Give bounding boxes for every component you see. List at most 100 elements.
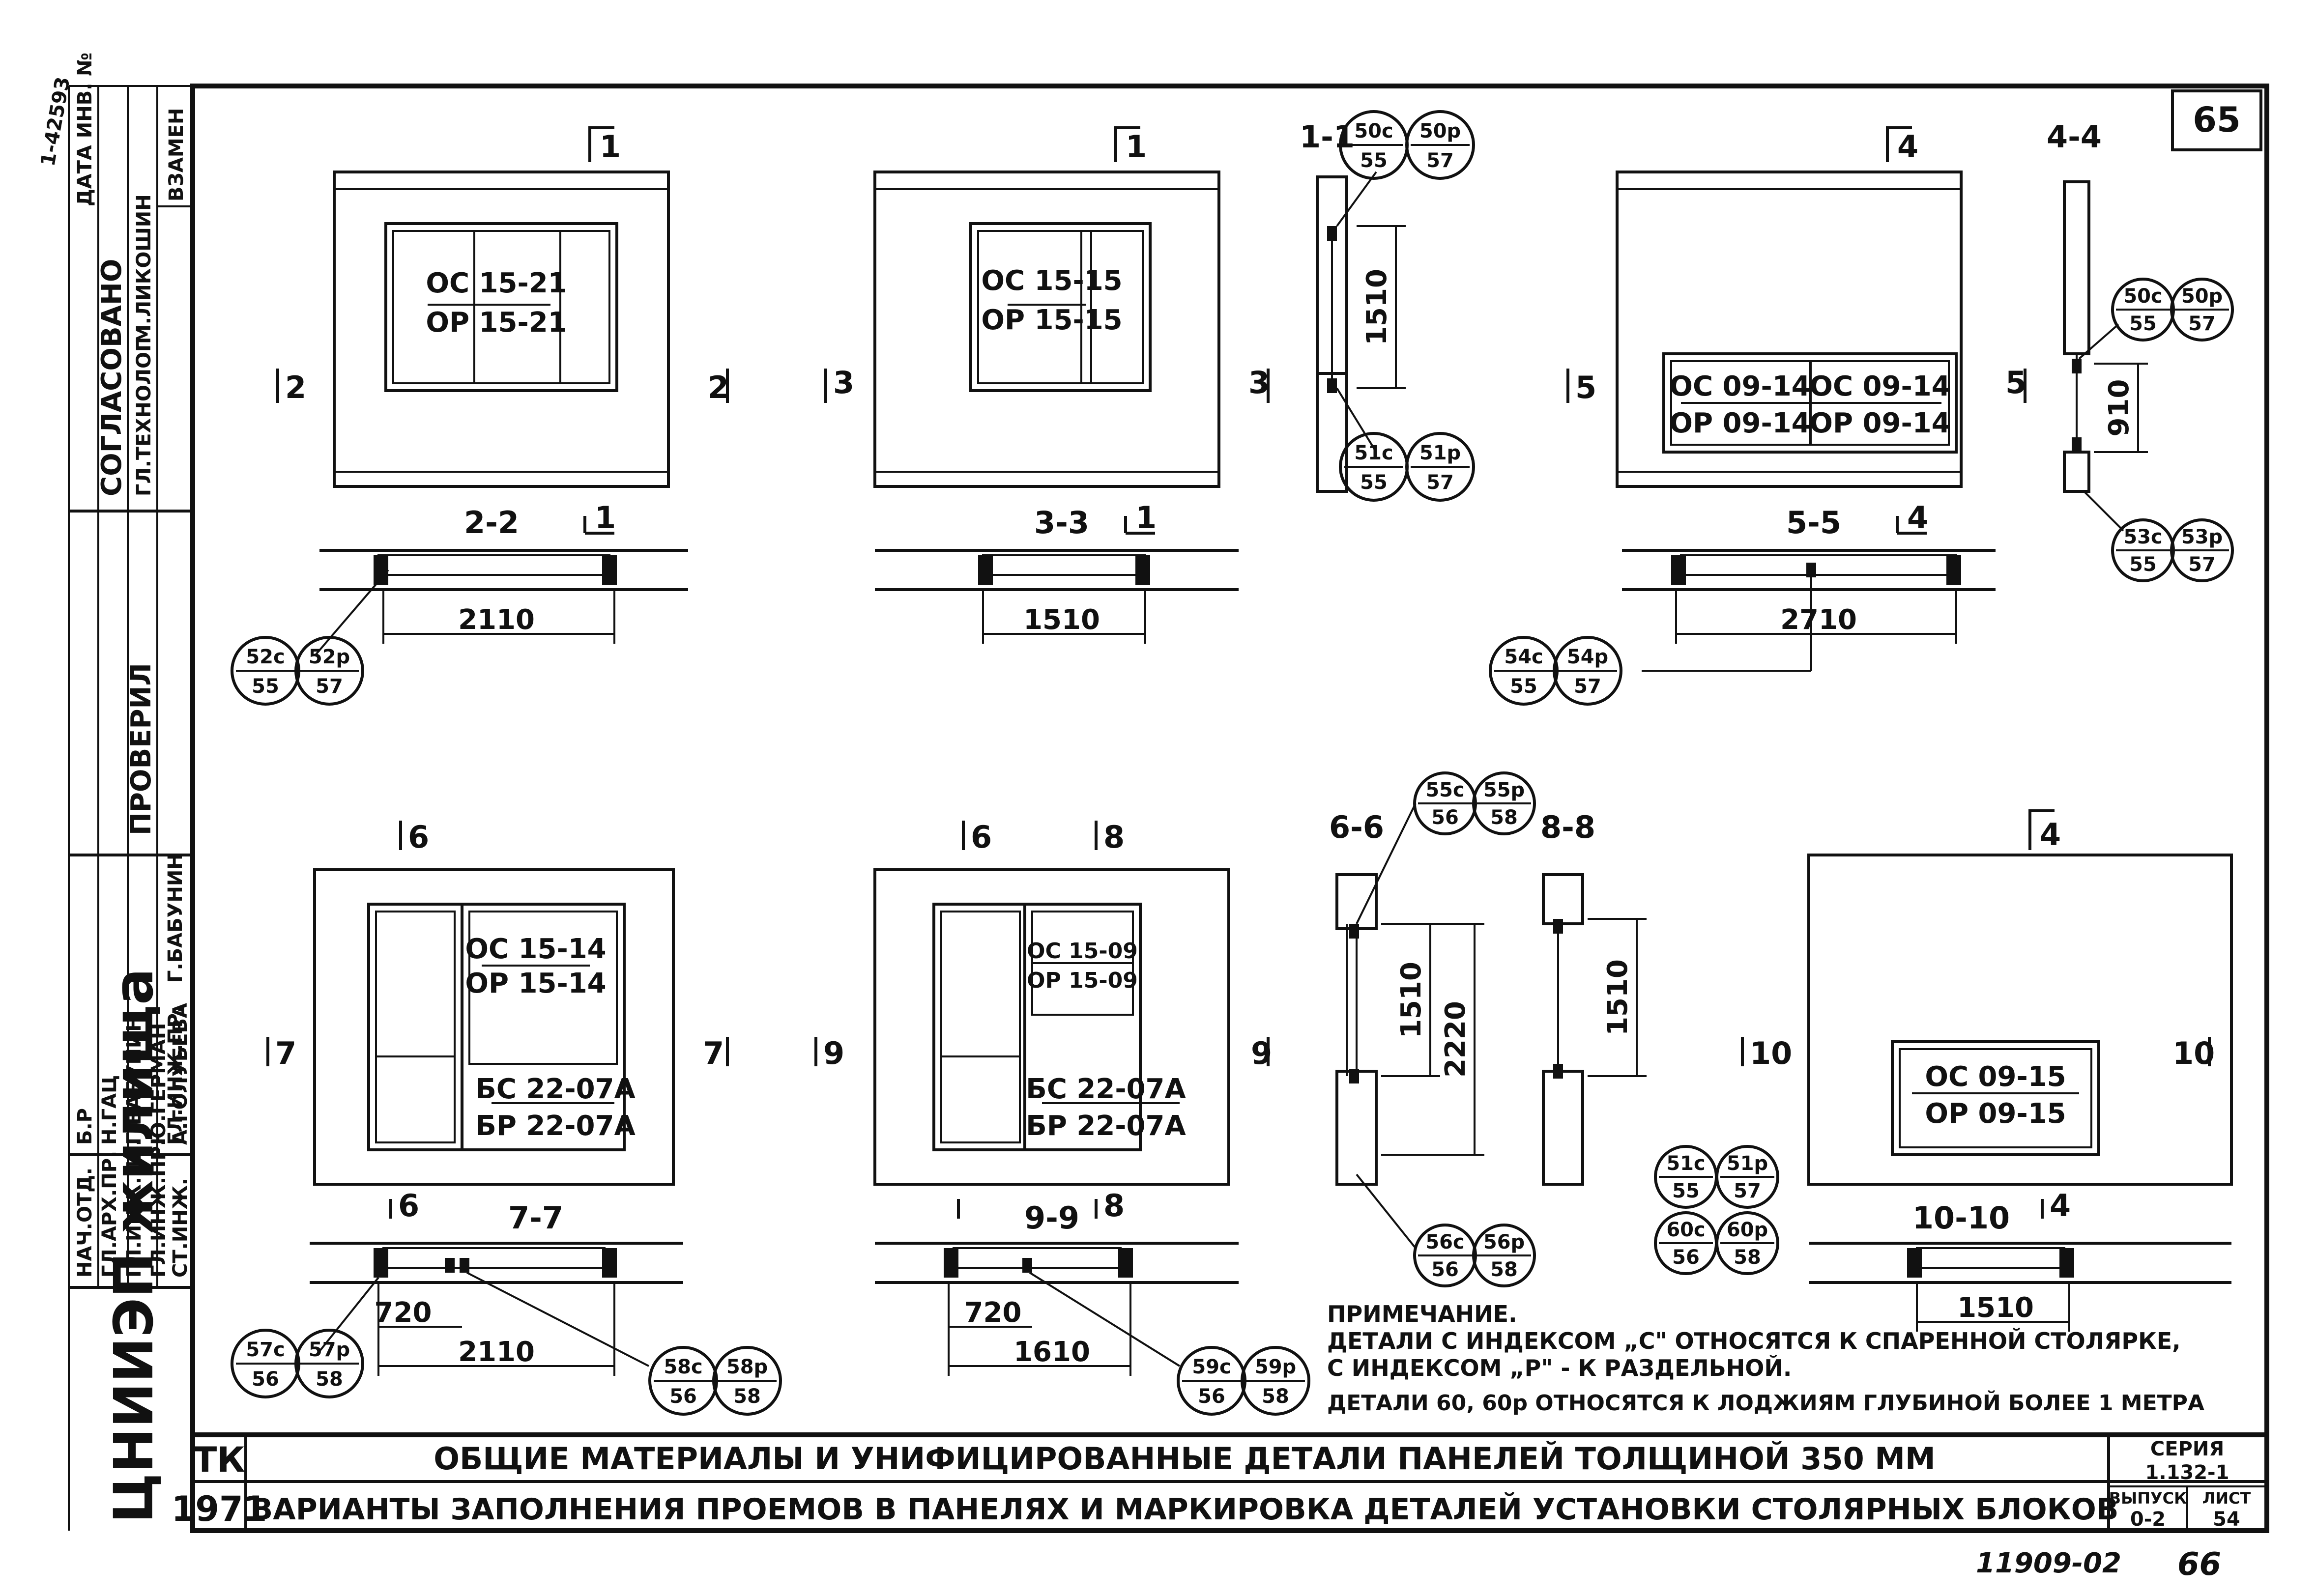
badge-top: 53р: [2181, 526, 2223, 548]
badge-top: 55с: [1425, 779, 1464, 801]
footer-number: 66: [2177, 1546, 2221, 1583]
title-block: [193, 1432, 2267, 1531]
stamp-name-5: А.ГОЛУБЕВА: [169, 1003, 192, 1145]
badge-group: 50р 57: [2170, 278, 2234, 342]
cut-mark: 5: [1575, 370, 1596, 405]
cut-mark: 9: [823, 1035, 844, 1071]
badge-bottom: 58: [1490, 806, 1518, 829]
stamp-soglasovano: СОГЛАСОВАНО: [96, 259, 128, 496]
badge-bottom: 56: [1198, 1385, 1225, 1408]
badge-bottom: 57: [316, 675, 343, 698]
section-title: 8-8: [1540, 809, 1595, 845]
cut-mark: 4: [2040, 817, 2061, 853]
window-mark-bottom: ОР 15-15: [981, 304, 1122, 336]
badge-group: 53р 57: [2170, 518, 2234, 582]
panel-6: [1807, 854, 2233, 1186]
badge-bottom: 57: [1426, 471, 1454, 494]
dimension: 1510: [1957, 1292, 2034, 1324]
badge-bottom: 55: [1672, 1180, 1700, 1202]
badge-group: 50с 55: [1339, 110, 1409, 180]
list-label: ЛИСТ: [2202, 1489, 2251, 1508]
badge-group: 57с 56: [231, 1329, 300, 1398]
stamp-proveril: ПРОВЕРИЛ: [125, 663, 157, 835]
window-mark-top: ОС 09-15: [1925, 1061, 2066, 1093]
dimension: 1510: [1361, 269, 1393, 345]
section-title: 3-3: [1034, 505, 1089, 541]
section-3-3: [875, 549, 1239, 644]
badge-top: 52с: [246, 646, 285, 668]
cut-mark: 1: [600, 129, 621, 165]
section-8-8: [1542, 873, 1647, 1186]
window-frame: [384, 222, 618, 392]
section-title: 6-6: [1329, 809, 1384, 845]
title-line-2: ВАРИАНТЫ ЗАПОЛНЕНИЯ ПРОЕМОВ В ПАНЕЛЯХ И …: [251, 1491, 2119, 1527]
stamp-proveril-role-1: ГЛ.ИНЖ.ПР.: [164, 1006, 187, 1145]
archive-number: 11909-02: [1976, 1547, 2121, 1579]
badge-bottom: 57: [2188, 313, 2216, 335]
window-mark-bottom: ОР 09-15: [1925, 1098, 2066, 1130]
badge-bottom: 55: [1510, 675, 1537, 698]
badge-top: 53с: [2123, 526, 2162, 548]
badge-top: 60р: [1727, 1219, 1768, 1241]
stamp-soglasovano-name: М.ЛИКОШИН: [133, 194, 155, 344]
leader-lines: [314, 171, 2124, 1367]
badge-group: 58р 58: [712, 1346, 782, 1416]
vypusk-value: 0-2: [2130, 1508, 2166, 1531]
balcony-frame: [367, 903, 626, 1151]
seriya-value: 1.132-1: [2145, 1461, 2229, 1484]
door-mark-top: БС 22-07А: [475, 1073, 636, 1105]
badge-top: 59р: [1255, 1356, 1296, 1378]
dimension: 1510: [1023, 604, 1100, 636]
badge-bottom: 58: [316, 1368, 343, 1391]
dimension: 1610: [1013, 1336, 1090, 1368]
badge-group: 59с 56: [1177, 1346, 1246, 1416]
badge-bottom: 56: [1431, 1258, 1459, 1281]
title-tk: ТК: [194, 1440, 245, 1480]
page-number: 65: [2193, 100, 2240, 140]
badge-group: 55с 56: [1413, 771, 1477, 835]
badge-top: 57с: [246, 1339, 285, 1361]
vypusk-label: ВЫПУСК: [2109, 1489, 2187, 1508]
dimension: 1510: [1395, 962, 1427, 1038]
dimension: 1510: [1602, 959, 1634, 1036]
badge-top: 50р: [1419, 120, 1461, 142]
window-mark-bottom: ОР 15-09: [1027, 968, 1138, 993]
cut-mark: 7: [703, 1035, 724, 1071]
badge-group: 50с 55: [2111, 278, 2175, 342]
stamp-role-3: ГЛ.ИНЖ.ПР.: [123, 1139, 145, 1278]
badge-bottom: 56: [252, 1368, 279, 1391]
stamp-name-2: Н.ГАЦ: [98, 1075, 121, 1145]
badge-top: 58р: [726, 1356, 768, 1378]
badge-top: 50с: [2123, 285, 2162, 308]
badge-group: 54с 55: [1489, 636, 1559, 706]
cut-mark: 4: [2050, 1188, 2071, 1224]
window-mark-top: ОС 15-14: [465, 933, 606, 965]
section-title: 5-5: [1786, 505, 1841, 541]
cut-mark: 3: [833, 365, 854, 400]
section-4-4: [2063, 180, 2148, 493]
stamp-name-3: Г.БАБУНИН: [123, 1015, 145, 1145]
section-title: 9-9: [1024, 1200, 1079, 1236]
badge-bottom: 56: [1431, 806, 1459, 829]
stamp-vzamen: ВЗАМЕН: [165, 108, 188, 201]
cut-mark: 10: [1750, 1035, 1792, 1071]
badge-bottom: 55: [1360, 471, 1388, 494]
badge-bottom: 57: [2188, 553, 2216, 576]
badge-group: 56р 58: [1472, 1224, 1536, 1287]
cut-mark: 6: [398, 1188, 419, 1224]
badge-bottom: 55: [252, 675, 279, 698]
window-mark-top: ОС 15-21: [426, 267, 567, 299]
door-mark-top: БС 22-07А: [1026, 1073, 1186, 1105]
stamp-role-4: ГЛ.ИНЖ.ПР.: [147, 1139, 170, 1278]
badge-group: 59р 58: [1241, 1346, 1310, 1416]
cut-mark: 5: [2005, 365, 2026, 400]
badge-bottom: 56: [669, 1385, 697, 1408]
section-title: 7-7: [508, 1200, 563, 1236]
stamp-name-4: Ю.ГЕРМАН: [147, 1023, 170, 1145]
window-frame: [1662, 352, 1958, 454]
badge-bottom: 58: [1262, 1385, 1289, 1408]
badge-group: 54р 57: [1553, 636, 1622, 706]
stamp-soglasovano-role: ГЛ.ТЕХНОЛОГ: [133, 339, 155, 496]
dimension: 2710: [1780, 604, 1857, 636]
